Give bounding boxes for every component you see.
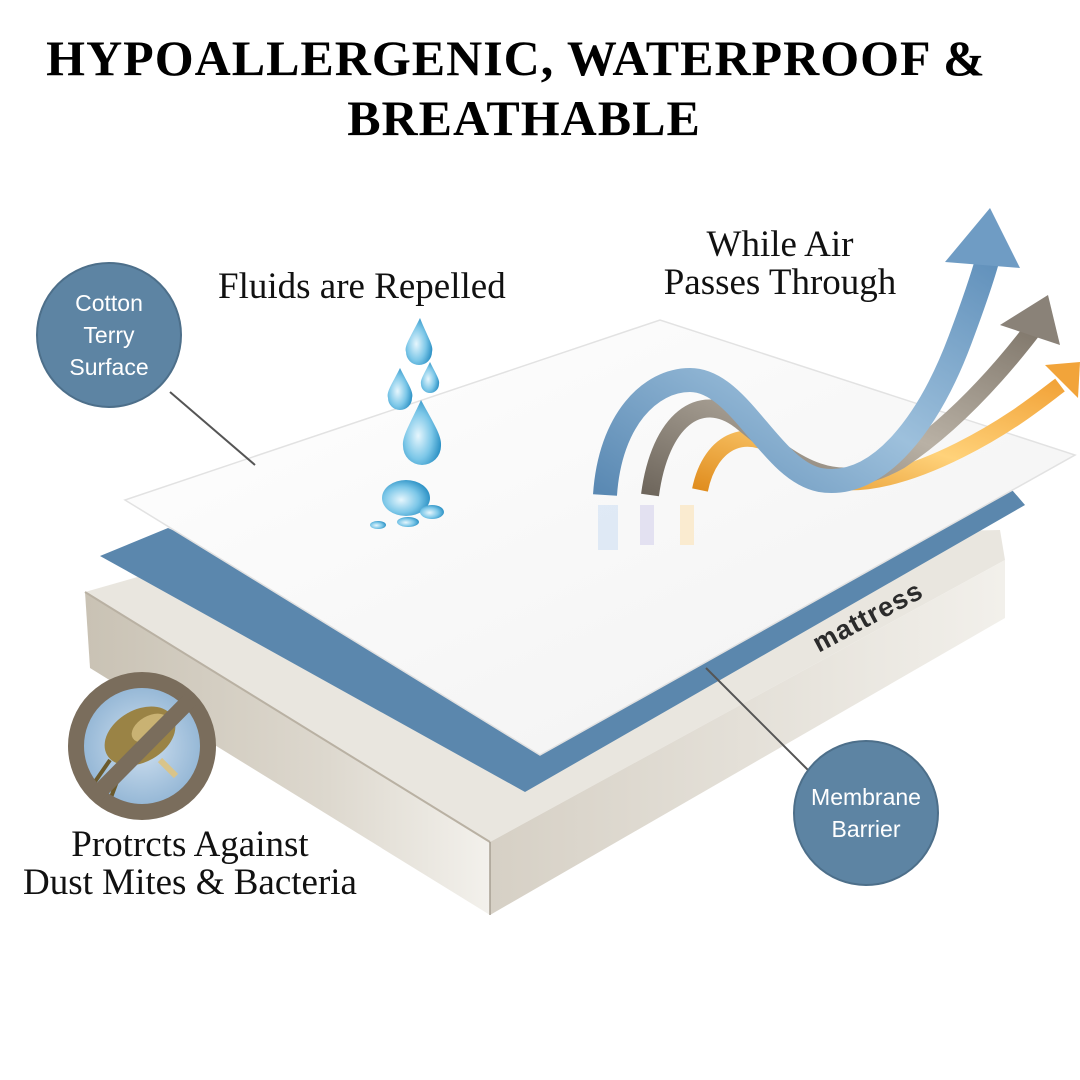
headline-line-1: HYPOALLERGENIC, WATERPROOF & (46, 30, 986, 86)
cotton-leader-line (169, 391, 256, 466)
callout-cotton-line-2: Terry (83, 322, 135, 348)
membrane-leader-line (705, 667, 811, 773)
callout-cotton-line-3: Surface (69, 354, 149, 380)
caption-fluids-repelled: Fluids are Repelled (218, 266, 506, 307)
caption-air-passes: While Air Passes Through (640, 226, 920, 302)
airflow-arrows-icon (593, 208, 1080, 550)
caption-dust-mites: Protrcts Against Dust Mites & Bacteria (0, 826, 380, 902)
callout-cotton-line-1: Cotton (75, 290, 143, 316)
callout-cotton-terry-surface: Cotton Terry Surface (36, 262, 182, 408)
water-droplets-icon (370, 318, 444, 529)
callout-membrane-line-1: Membrane (811, 784, 921, 810)
callout-membrane-line-2: Barrier (831, 816, 901, 842)
callout-membrane-barrier: Membrane Barrier (793, 740, 939, 886)
caption-air-line-1: While Air (706, 224, 854, 265)
caption-air-line-2: Passes Through (663, 262, 897, 303)
caption-dust-line-2: Dust Mites & Bacteria (23, 862, 357, 903)
caption-dust-line-1: Protrcts Against (71, 824, 309, 865)
no-dust-mites-icon (68, 672, 216, 820)
headline-line-2: BREATHABLE (347, 90, 701, 146)
